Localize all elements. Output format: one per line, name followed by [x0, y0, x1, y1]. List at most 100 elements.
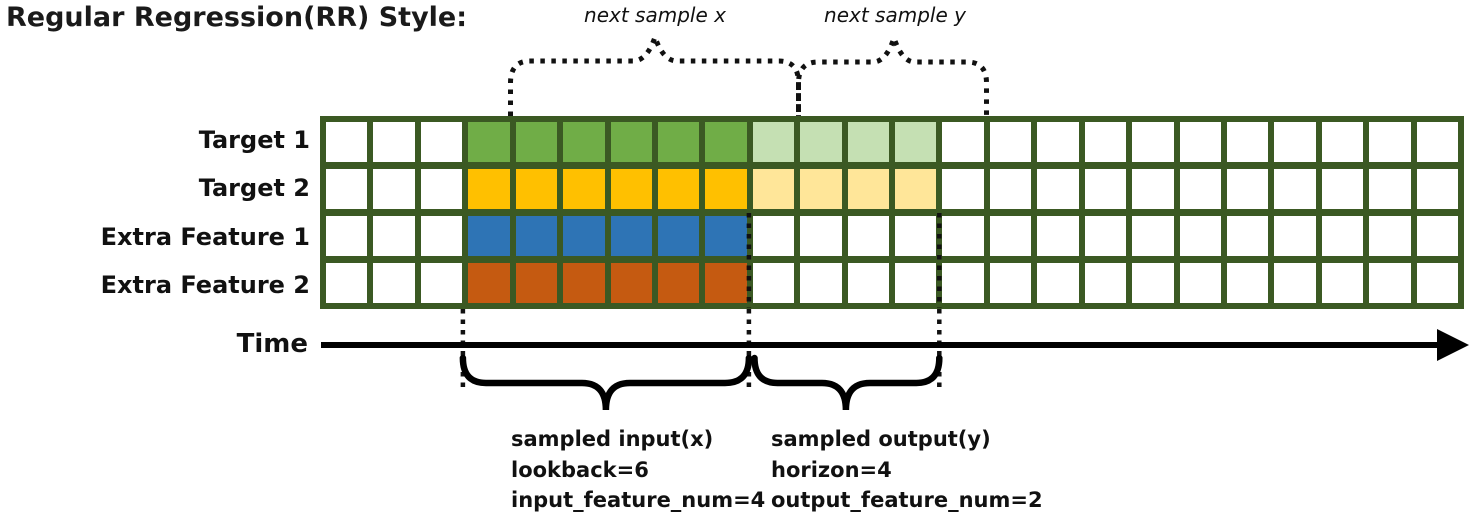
grid-cell — [1084, 263, 1127, 303]
grid-cell — [373, 122, 415, 162]
row-label-extra-feature-1: Extra Feature 1 — [100, 222, 310, 251]
grid-cell — [752, 263, 795, 303]
grid-cell — [705, 169, 747, 209]
grid-cell — [1226, 216, 1269, 256]
grid-cell — [1274, 169, 1316, 209]
grid-cell — [1037, 169, 1079, 209]
grid-cell — [1274, 122, 1316, 162]
grid-cell — [847, 169, 889, 209]
sampled-output-brace — [751, 354, 943, 411]
grid-cell — [847, 122, 889, 162]
grid-cell — [800, 263, 842, 303]
grid-cell — [942, 216, 984, 256]
grid-cell — [515, 169, 558, 209]
grid-cell — [468, 216, 510, 256]
horizon-line: horizon=4 — [771, 457, 892, 482]
grid-cell — [1132, 169, 1174, 209]
grid-cell — [1084, 169, 1127, 209]
grid-cell — [942, 122, 984, 162]
grid-cell — [705, 122, 747, 162]
grid-cell — [610, 122, 652, 162]
grid-cell — [326, 263, 368, 303]
grid-cell — [563, 169, 605, 209]
grid-cell — [515, 216, 558, 256]
grid-cell — [989, 169, 1032, 209]
grid-cell — [420, 263, 463, 303]
grid-cell — [1179, 263, 1221, 303]
grid-cell — [1084, 216, 1127, 256]
grid-cell — [1274, 263, 1316, 303]
grid-cell — [847, 263, 889, 303]
grid-cell — [657, 263, 700, 303]
grid-cell — [326, 122, 368, 162]
grid-cell — [705, 216, 747, 256]
lookback-line: lookback=6 — [511, 457, 649, 482]
input-feature-num-line: input_feature_num=4 — [511, 488, 766, 512]
next-sample-x-brace — [508, 29, 801, 116]
row-labels: Target 1 Target 2 Extra Feature 1 Extra … — [0, 116, 310, 309]
grid-cell — [752, 169, 795, 209]
grid-cell — [610, 216, 652, 256]
output-feature-num-line: output_feature_num=2 — [771, 488, 1043, 512]
grid-cell — [989, 216, 1032, 256]
row-label-target-1: Target 1 — [198, 126, 310, 155]
grid-cell — [942, 263, 984, 303]
grid-cell — [563, 216, 605, 256]
grid-cell — [1369, 122, 1411, 162]
grid-cell — [563, 263, 605, 303]
grid-cell — [1037, 122, 1079, 162]
grid-cell — [895, 216, 937, 256]
grid-cell — [800, 216, 842, 256]
grid-cell — [895, 263, 937, 303]
grid-cell — [1369, 263, 1411, 303]
grid-cell — [800, 169, 842, 209]
grid-cell — [1037, 216, 1079, 256]
grid-cell — [1321, 122, 1364, 162]
grid-cell — [373, 263, 415, 303]
grid-cell — [515, 263, 558, 303]
sampled-output-line: sampled output(y) — [771, 427, 991, 451]
grid-cell — [705, 263, 747, 303]
sample-grid — [320, 116, 1464, 309]
grid-cell — [989, 263, 1032, 303]
grid-cell — [373, 216, 415, 256]
grid-cell — [895, 122, 937, 162]
time-axis-arrowhead — [1437, 329, 1469, 361]
grid-cell — [1226, 122, 1269, 162]
grid-cell — [468, 122, 510, 162]
grid-cell — [942, 169, 984, 209]
sampled-input-line: sampled input(x) — [511, 427, 714, 451]
next-sample-y-label: next sample y — [824, 3, 966, 27]
grid-cell — [657, 122, 700, 162]
grid-cell — [1321, 216, 1364, 256]
grid-cell — [657, 216, 700, 256]
grid-cell — [1132, 122, 1174, 162]
grid-cell — [610, 169, 652, 209]
time-axis-label: Time — [236, 329, 308, 359]
grid-cell — [515, 122, 558, 162]
grid-cell — [373, 169, 415, 209]
grid-cell — [1132, 263, 1174, 303]
grid-cell — [420, 216, 463, 256]
grid-cell — [1416, 263, 1458, 303]
grid-cell — [420, 122, 463, 162]
row-label-extra-feature-2: Extra Feature 2 — [100, 270, 310, 299]
grid-cell — [1132, 216, 1174, 256]
grid-cell — [1037, 263, 1079, 303]
grid-cell — [1226, 263, 1269, 303]
grid-cell — [563, 122, 605, 162]
grid-cell — [1321, 169, 1364, 209]
grid-cell — [989, 122, 1032, 162]
next-sample-x-label: next sample x — [584, 3, 726, 27]
sampled-input-brace — [459, 354, 753, 411]
grid-cell — [752, 122, 795, 162]
grid-cell — [326, 169, 368, 209]
grid-cell — [1369, 216, 1411, 256]
grid-cell — [468, 169, 510, 209]
grid-cell — [1226, 169, 1269, 209]
grid-cell — [1416, 169, 1458, 209]
grid-cell — [420, 169, 463, 209]
grid-cell — [847, 216, 889, 256]
grid-cell — [657, 169, 700, 209]
